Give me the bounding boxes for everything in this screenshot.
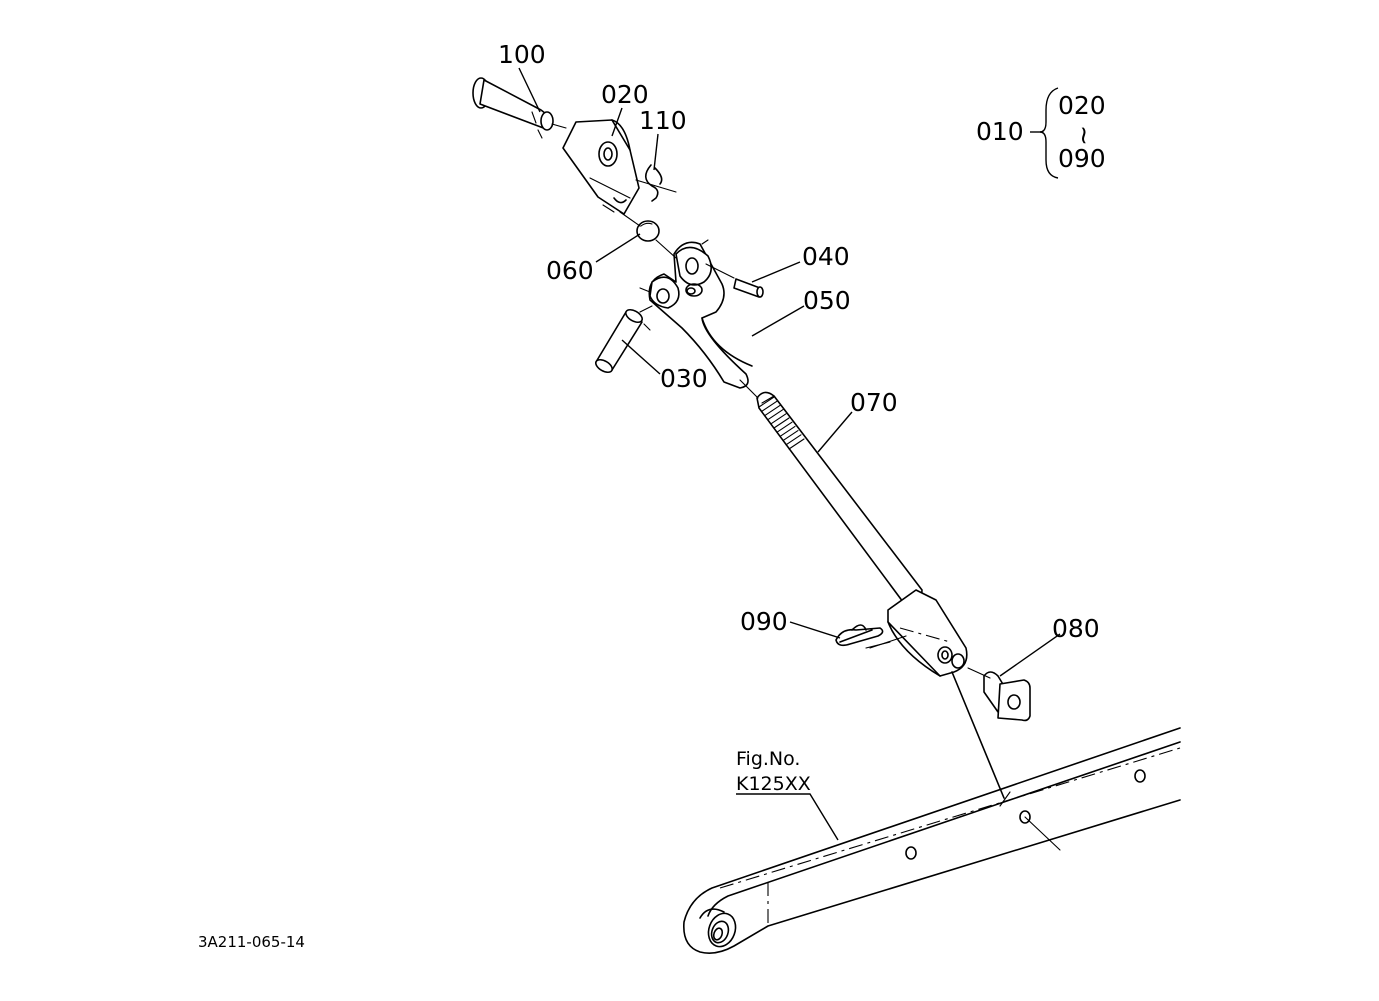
leader-lines [518, 67, 1061, 841]
assembly-note-bracket [1030, 87, 1059, 179]
figure-reference-line2: K125XX [736, 773, 811, 795]
clevis-020-drawing [562, 119, 640, 215]
assembly-lines [551, 123, 1005, 799]
drawing-code: 3A211-065-14 [198, 933, 305, 951]
lower-link-drawing [683, 727, 1181, 954]
part-label-100: 100 [498, 40, 546, 69]
part-label-080: 080 [1052, 614, 1100, 643]
ball-060-drawing [636, 220, 660, 242]
assembly-to-label: 090 [1058, 144, 1106, 173]
pin-030-drawing [595, 305, 653, 374]
plate-080-drawing [967, 667, 1031, 722]
figure-reference-line1: Fig.No. [736, 748, 800, 770]
part-label-040: 040 [802, 242, 850, 271]
rod-070-drawing [756, 391, 923, 607]
part-label-030: 030 [660, 364, 708, 393]
assembly-from-label: 020 [1058, 91, 1106, 120]
part-label-090: 090 [740, 607, 788, 636]
pin-040-drawing [705, 263, 764, 298]
lower-clevis-drawing [869, 589, 968, 677]
part-label-070: 070 [850, 388, 898, 417]
yoke-050-drawing [639, 239, 753, 389]
assembly-parent-label: 010 [976, 117, 1024, 146]
r-clip-110-drawing [635, 164, 677, 202]
pin-100-drawing [472, 77, 554, 139]
assembly-range-symbol: ~ [1070, 125, 1099, 146]
part-label-050: 050 [803, 286, 851, 315]
part-label-020: 020 [601, 80, 649, 109]
r-clip-090-drawing [835, 624, 891, 649]
part-label-060: 060 [546, 256, 594, 285]
part-label-110: 110 [639, 106, 687, 135]
